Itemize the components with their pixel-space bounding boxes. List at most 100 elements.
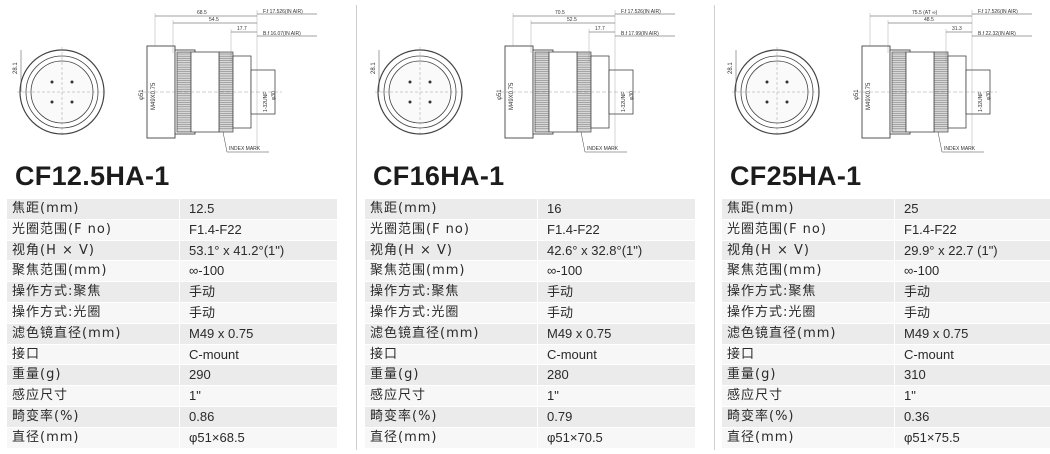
dim-diameter-label: φ51 (854, 89, 860, 100)
spec-key: 滤色镜直径(mm) (365, 323, 537, 344)
spec-key: 感应尺寸 (365, 386, 537, 406)
dim-mount-label: 1-32UNF (621, 92, 627, 112)
spec-value: 53.1° x 41.2°(1") (179, 240, 337, 261)
spec-row: 重量(g)310 (722, 365, 1050, 387)
spec-row: 光圈范围(F no)F1.4-F22 (7, 219, 337, 241)
spec-key: 重量(g) (7, 365, 179, 386)
spec-key: 视角(H × V) (7, 240, 179, 261)
spec-row: 操作方式:聚焦手动 (722, 282, 1050, 303)
spec-key: 焦距(mm) (722, 199, 894, 219)
spec-row: 光圈范围(F no)F1.4-F22 (722, 219, 1050, 241)
spec-value: 0.79 (537, 406, 695, 427)
dim-bf-label: B.f 22.32(IN AIR) (978, 31, 1016, 37)
dim-bf-label: B.f 17.99(IN AIR) (621, 31, 659, 37)
index-mark-label: INDEX MARK (229, 146, 261, 152)
spec-key: 滤色镜直径(mm) (722, 323, 894, 344)
spec-value: 手动 (894, 282, 1050, 302)
spec-key: 聚焦范围(mm) (722, 261, 894, 282)
dim-ff-label: F.f 17.526(IN AIR) (263, 9, 303, 15)
spec-key: 操作方式:光圈 (7, 302, 179, 323)
spec-value: 0.86 (179, 406, 337, 427)
product-title: CF16HA-1 (373, 161, 505, 191)
spec-value: C-mount (894, 344, 1050, 365)
spec-value: 1" (537, 386, 695, 406)
spec-key: 畸变率(%) (7, 406, 179, 427)
spec-row: 操作方式:聚焦手动 (7, 282, 337, 303)
spec-value: 25 (894, 199, 1050, 219)
spec-value: ∞-100 (894, 261, 1050, 282)
spec-row: 操作方式:光圈手动 (365, 302, 695, 324)
spec-key: 操作方式:聚焦 (722, 282, 894, 302)
spec-value: 290 (179, 365, 337, 386)
spec-key: 直径(mm) (7, 427, 179, 448)
spec-key: 聚焦范围(mm) (365, 261, 537, 282)
spec-row: 畸变率(%)0.36 (722, 406, 1050, 428)
dim-ff-label: F.f 17.526(IN AIR) (978, 9, 1018, 15)
dim-diameter-label: φ51 (139, 89, 145, 100)
spec-value: M49 x 0.75 (179, 323, 337, 344)
spec-key: 光圈范围(F no) (7, 219, 179, 240)
spec-value: ∞-100 (179, 261, 337, 282)
index-mark-label: INDEX MARK (944, 146, 976, 152)
spec-row: 视角(H × V)42.6° x 32.8°(1") (365, 240, 695, 262)
column-divider (356, 5, 357, 450)
spec-value: φ51×70.5 (537, 427, 695, 448)
spec-value: 16 (537, 199, 695, 219)
spec-row: 滤色镜直径(mm)M49 x 0.75 (7, 323, 337, 345)
spec-key: 视角(H × V) (722, 240, 894, 261)
spec-value: F1.4-F22 (537, 219, 695, 240)
spec-value: 42.6° x 32.8°(1") (537, 240, 695, 261)
dim-body-label: 52.5 (567, 17, 577, 23)
dim-mount-label: 1-32UNF (263, 92, 269, 112)
spec-row: 畸变率(%)0.79 (365, 406, 695, 428)
spec-key: 光圈范围(F no) (365, 219, 537, 240)
spec-row: 重量(g)290 (7, 365, 337, 387)
dim-flange-label: 31.3 (952, 26, 962, 32)
spec-row: 操作方式:聚焦手动 (365, 282, 695, 303)
spec-key: 接口 (7, 344, 179, 365)
spec-value: 1" (894, 386, 1050, 406)
spec-row: 直径(mm)φ51×68.5 (7, 427, 337, 449)
product-title: CF12.5HA-1 (15, 161, 170, 191)
spec-row: 滤色镜直径(mm)M49 x 0.75 (722, 323, 1050, 345)
spec-key: 聚焦范围(mm) (7, 261, 179, 282)
dim-ff-label: F.f 17.526(IN AIR) (621, 9, 661, 15)
spec-row: 聚焦范围(mm)∞-100 (7, 261, 337, 283)
dim-height-label: 28.1 (13, 62, 19, 74)
spec-value: F1.4-F22 (179, 219, 337, 240)
dim-height-label: 28.1 (371, 62, 377, 74)
spec-key: 畸变率(%) (722, 406, 894, 427)
spec-value: F1.4-F22 (894, 219, 1050, 240)
spec-key: 操作方式:光圈 (365, 302, 537, 323)
spec-row: 滤色镜直径(mm)M49 x 0.75 (365, 323, 695, 345)
spec-key: 操作方式:光圈 (722, 302, 894, 323)
spec-value: 手动 (179, 282, 337, 302)
spec-row: 焦距(mm)25 (722, 199, 1050, 220)
spec-key: 重量(g) (722, 365, 894, 386)
dim-filter-label: M49X0.75 (509, 82, 515, 110)
spec-value: 310 (894, 365, 1050, 386)
spec-value: C-mount (179, 344, 337, 365)
dim-filter-label: M49X0.75 (151, 82, 157, 110)
spec-row: 焦距(mm)16 (365, 199, 695, 220)
dim-flange-label: 17.7 (595, 26, 605, 32)
product-title: CF25HA-1 (730, 161, 862, 191)
dim-total-label: 75.5 (AT ∞) (912, 10, 938, 16)
spec-row: 聚焦范围(mm)∞-100 (365, 261, 695, 283)
spec-row: 直径(mm)φ51×75.5 (722, 427, 1050, 449)
dim-flange-label: 17.7 (237, 26, 247, 32)
spec-key: 光圈范围(F no) (722, 219, 894, 240)
spec-value: 手动 (894, 302, 1050, 323)
spec-key: 感应尺寸 (722, 386, 894, 406)
